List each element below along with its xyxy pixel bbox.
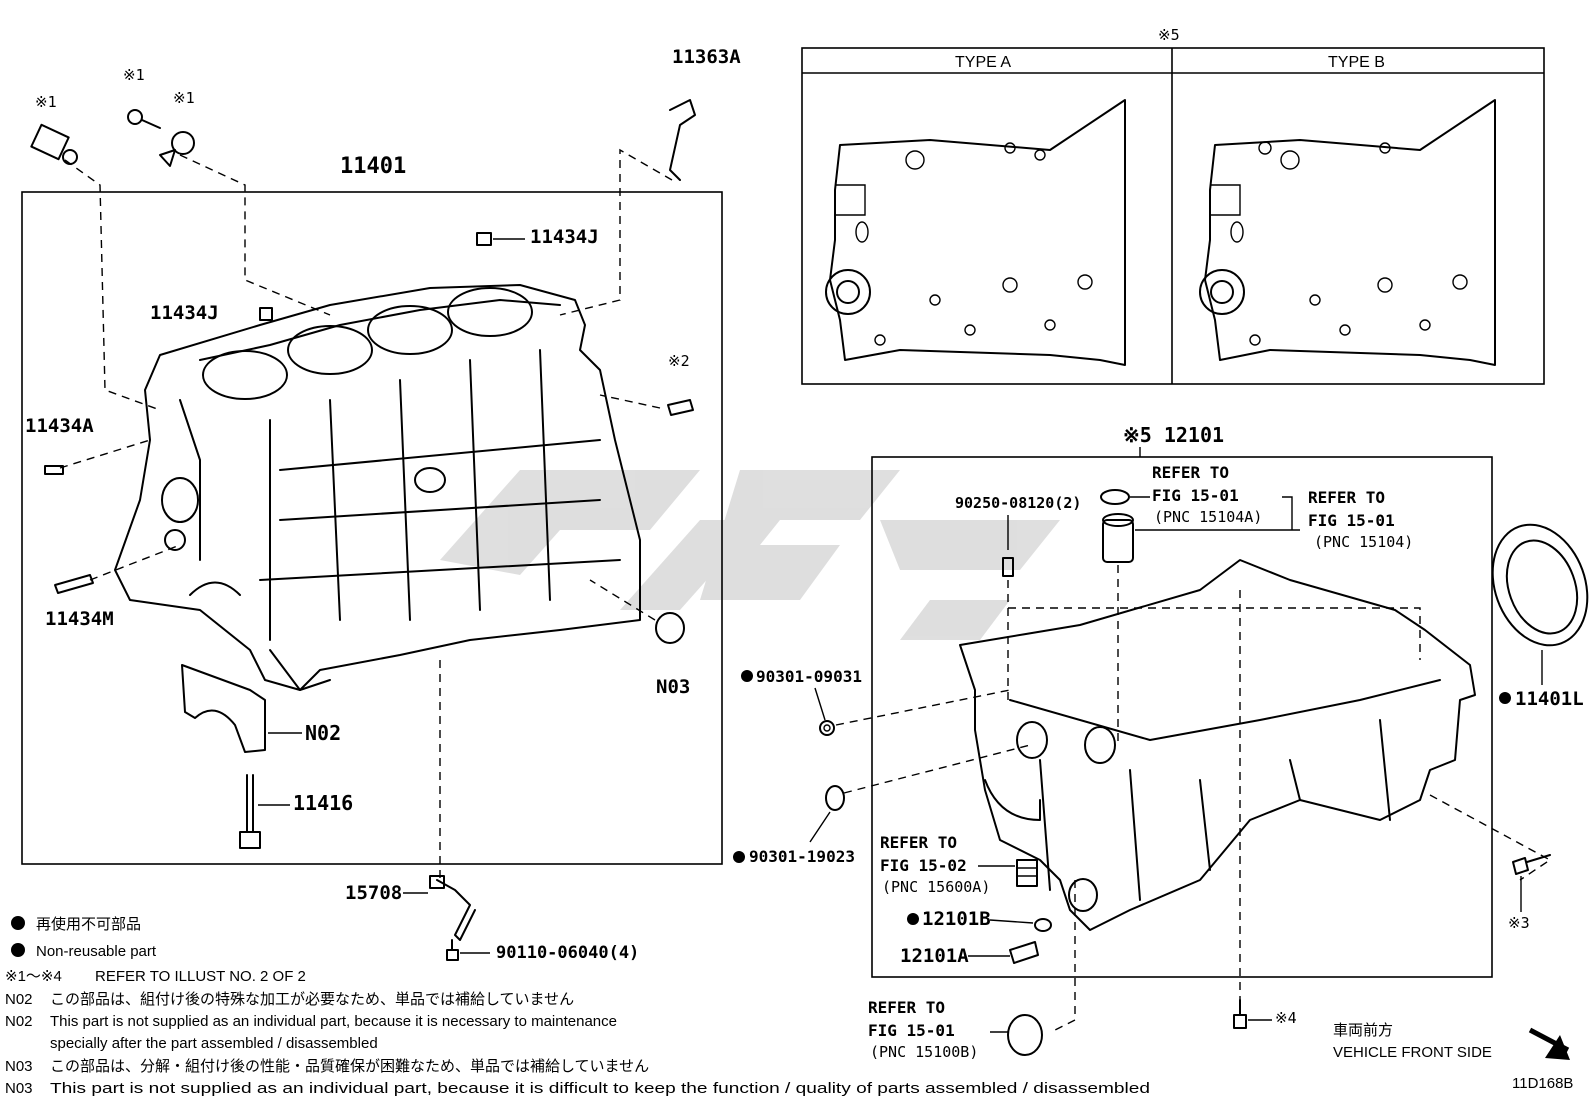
label-90110: 90110-06040(4) — [496, 943, 639, 963]
bracket-11363a — [669, 99, 696, 181]
front-side-jp: 車両前方 — [1333, 1022, 1393, 1039]
oring-15100b — [1007, 1014, 1043, 1056]
gasket-90301-09031 — [819, 720, 835, 736]
label-12101b: 12101B — [922, 908, 991, 930]
label-11401l: 11401L — [1515, 688, 1584, 710]
legend-en: Non-reusable part — [36, 943, 157, 960]
strainer-oring — [1100, 489, 1130, 505]
note-line-3-text: This part is not supplied as an individu… — [50, 1013, 617, 1030]
label-11363a: 11363A — [672, 46, 741, 68]
label-11434j-top: 11434J — [530, 226, 599, 248]
label-11434j-mid: 11434J — [150, 302, 219, 324]
sensor-part-2 — [159, 131, 195, 167]
ref4-line1: REFER TO — [868, 998, 945, 1017]
label-12101a: 12101A — [900, 945, 969, 967]
label-n03: N03 — [656, 676, 690, 698]
note-line-4-text: specially after the part assembled / dis… — [50, 1035, 378, 1052]
sensor-bolt-1 — [127, 109, 161, 129]
label-11416: 11416 — [293, 791, 353, 815]
label-11434a: 11434A — [25, 415, 94, 437]
legend-dot-jp — [11, 916, 25, 930]
note-line-3-code: N02 — [5, 1013, 33, 1030]
ref1-line3: (PNC 15104A) — [1154, 508, 1262, 526]
label-11434m: 11434M — [45, 608, 114, 630]
gasket-90301-19023 — [825, 785, 845, 811]
type-a-header: TYPE A — [955, 54, 1011, 71]
pan-frame — [871, 456, 1493, 978]
type-frame — [801, 47, 1545, 385]
label-90250: 90250-08120(2) — [955, 494, 1081, 512]
legend-jp: 再使用不可部品 — [36, 916, 141, 933]
cylinder-block — [114, 284, 641, 691]
legend-dot-en — [11, 943, 25, 957]
tube-bolt — [446, 939, 459, 961]
front-side-en: VEHICLE FRONT SIDE — [1333, 1044, 1492, 1061]
note-4: ※4 — [1275, 1009, 1297, 1027]
type-b-header: TYPE B — [1328, 54, 1385, 71]
label-90301-19023: 90301-19023 — [749, 847, 855, 866]
label-90301-09031: 90301-09031 — [756, 667, 862, 686]
figure-code: 11D168B — [1512, 1075, 1573, 1092]
bolt-11416 — [239, 774, 261, 849]
oil-tube-15708 — [429, 875, 476, 941]
note-1c: ※1 — [173, 89, 195, 107]
note-line-1-code: ※1～※4 — [5, 968, 62, 985]
ref3-line1: REFER TO — [880, 833, 957, 852]
ref2-line3: (PNC 15104) — [1314, 533, 1413, 551]
pin-11434m — [54, 574, 94, 594]
note-line-1-text: REFER TO ILLUST NO. 2 OF 2 — [95, 968, 306, 985]
note-line-2-text: この部品は、組付け後の特殊な加工が必要なため、単品では補給していません — [50, 991, 574, 1008]
note-1a: ※1 — [35, 93, 57, 111]
note-line-5-code: N03 — [5, 1058, 33, 1075]
nonreusable-dot-3 — [907, 913, 919, 925]
nonreusable-dot-2 — [733, 851, 745, 863]
ref3-line3: (PNC 15600A) — [882, 878, 990, 896]
nonreusable-dot-1 — [741, 670, 753, 682]
plug-12101a — [1009, 941, 1039, 964]
ref4-line3: (PNC 15100B) — [870, 1043, 978, 1061]
nonreusable-dot-4 — [1499, 692, 1511, 704]
bolt-note3 — [1512, 854, 1551, 875]
pin-11434j-mid — [259, 307, 273, 321]
oil-seal-11401l — [1491, 523, 1589, 647]
note-3: ※3 — [1508, 914, 1530, 932]
note-line-6-code: N03 — [5, 1080, 33, 1097]
note-1b: ※1 — [123, 66, 145, 84]
bolt-note4 — [1233, 999, 1247, 1029]
label-11401: 11401 — [340, 154, 406, 179]
front-arrow-icon — [1528, 1027, 1570, 1060]
bearing-cap-n02 — [181, 664, 266, 753]
watermark — [440, 470, 1060, 640]
block-frame — [21, 191, 723, 865]
strainer-filter — [1102, 513, 1134, 563]
label-12101: ※5 12101 — [1123, 423, 1224, 447]
ref1-line1: REFER TO — [1152, 463, 1229, 482]
type-a-gasket — [825, 99, 1126, 366]
ref2-line2: FIG 15-01 — [1308, 511, 1395, 530]
oil-pan — [959, 559, 1476, 931]
pan-stud — [1002, 557, 1014, 577]
note-line-2-code: N02 — [5, 991, 33, 1008]
note-2: ※2 — [668, 352, 690, 370]
note-5-top: ※5 — [1158, 26, 1180, 44]
type-b-gasket — [1199, 99, 1496, 366]
plug-12101b-gasket — [1034, 918, 1052, 932]
label-n02: N02 — [305, 721, 341, 745]
pin-11434a — [44, 465, 64, 475]
ref3-line2: FIG 15-02 — [880, 856, 967, 875]
ref2-line1: REFER TO — [1308, 488, 1385, 507]
pin-note2 — [667, 399, 694, 416]
strainer-15600a — [1016, 859, 1038, 887]
pin-11434j-top — [476, 232, 492, 246]
ref1-line2: FIG 15-01 — [1152, 486, 1239, 505]
sensor-part-1 — [30, 123, 78, 165]
note-line-6-text: This part is not supplied as an individu… — [50, 1080, 1150, 1097]
label-15708: 15708 — [345, 882, 402, 904]
note-line-5-text: この部品は、分解・組付け後の性能・品質確保が困難なため、単品では補給していません — [50, 1057, 649, 1075]
ref4-line2: FIG 15-01 — [868, 1021, 955, 1040]
plug-n03 — [655, 612, 685, 644]
